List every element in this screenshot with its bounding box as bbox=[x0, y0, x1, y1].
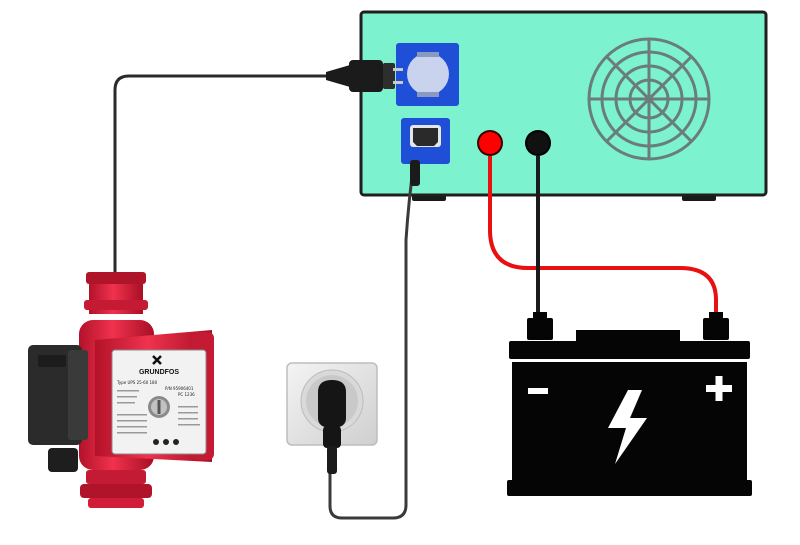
inverter-body bbox=[359, 10, 768, 197]
mains-input-cable bbox=[328, 160, 420, 520]
pump-nameplate: GRUNDFOS Type UPS 25-60 180 P/N 95906401… bbox=[111, 349, 207, 455]
inverter-dc-terminal-negative[interactable] bbox=[525, 130, 551, 156]
pump-pc-line: PC 1236 bbox=[178, 392, 195, 397]
wall-plug-icon[interactable] bbox=[318, 380, 346, 474]
lightning-bolt-icon bbox=[608, 390, 647, 464]
inverter-ac-outlet[interactable] bbox=[396, 43, 459, 106]
battery-terminal-positive[interactable] bbox=[703, 318, 729, 340]
cooling-fan-icon bbox=[587, 37, 711, 161]
pump-terminal-box bbox=[28, 345, 88, 472]
inverter-unit bbox=[359, 10, 768, 201]
minus-icon bbox=[528, 388, 548, 394]
battery bbox=[507, 312, 752, 496]
battery-terminal-negative[interactable] bbox=[527, 318, 553, 340]
pump-brand: GRUNDFOS bbox=[139, 369, 179, 376]
wall-socket bbox=[286, 362, 378, 474]
circulation-pump: GRUNDFOS Type UPS 25-60 180 P/N 95906401… bbox=[28, 272, 214, 508]
pump-cert-marks bbox=[153, 439, 179, 445]
pump-type-line: Type UPS 25-60 180 bbox=[116, 380, 158, 385]
pump-speed-dial[interactable] bbox=[148, 396, 170, 418]
inverter-iec-inlet[interactable] bbox=[401, 118, 450, 164]
grundfos-logo-icon bbox=[152, 355, 162, 365]
inverter-dc-terminal-positive[interactable] bbox=[477, 130, 503, 156]
plus-icon bbox=[706, 376, 732, 401]
plug-icon bbox=[326, 60, 403, 92]
battery-positive-cable bbox=[488, 156, 718, 316]
pump-model-line: P/N 95906401 bbox=[165, 386, 194, 391]
pump-power-cable bbox=[113, 60, 403, 272]
